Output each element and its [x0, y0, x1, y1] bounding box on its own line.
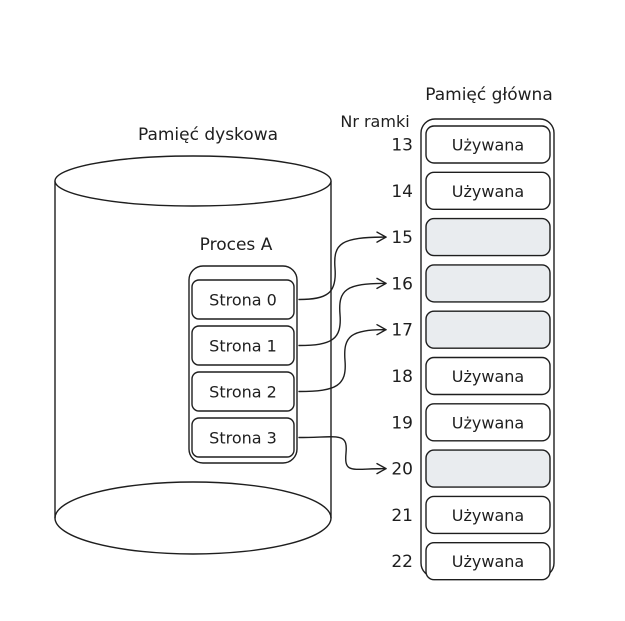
page-to-frame-arrows — [298, 231, 387, 475]
frame-number: 16 — [391, 274, 413, 294]
frame-number: 14 — [391, 182, 413, 202]
disk-cylinder — [54, 155, 332, 555]
process-pages: Strona 0 Strona 1 Strona 2 Strona 3 — [191, 279, 295, 458]
process-page-1 — [191, 325, 295, 366]
frame-number: 19 — [391, 413, 413, 433]
arrow-page-1-to-frame-16 — [298, 277, 387, 347]
memory-frame-18 — [425, 356, 551, 396]
frame-label: Używana — [452, 506, 524, 525]
process-page-2 — [191, 371, 295, 412]
page-label: Strona 2 — [209, 383, 277, 402]
frame-label: Używana — [452, 552, 524, 571]
frame-number: 13 — [391, 136, 413, 156]
frame-label: Używana — [452, 413, 524, 432]
disk-title: Pamięć dyskowa — [138, 125, 278, 145]
memory-frame-22 — [425, 542, 551, 581]
memory-frame-17 — [425, 310, 551, 349]
arrow-page-3-to-frame-20 — [298, 436, 387, 475]
process-title: Proces A — [200, 235, 273, 255]
page-label: Strona 3 — [209, 429, 277, 448]
memory-title: Pamięć główna — [425, 85, 553, 105]
process-page-0 — [191, 279, 295, 320]
process-container — [188, 265, 298, 464]
frame-label: Używana — [452, 367, 524, 386]
page-label: Strona 0 — [209, 291, 277, 310]
frame-label: Używana — [452, 182, 524, 201]
frame-label: Używana — [452, 136, 524, 155]
process-page-3 — [191, 417, 295, 458]
frame-number: 17 — [391, 321, 413, 341]
memory-frame-19 — [425, 403, 551, 442]
arrow-page-2-to-frame-17 — [298, 324, 387, 393]
frame-number: 22 — [391, 552, 413, 572]
memory-frame-21 — [425, 495, 551, 535]
frame-number: 18 — [391, 367, 413, 387]
memory-frame-14 — [425, 171, 551, 211]
memory-frame-20 — [425, 449, 551, 488]
frame-number: 20 — [391, 460, 413, 480]
page-label: Strona 1 — [209, 337, 277, 356]
memory-frame-15 — [425, 217, 551, 257]
memory-frame-16 — [425, 264, 551, 303]
frame-number: 15 — [391, 228, 413, 248]
arrow-page-0-to-frame-15 — [298, 231, 387, 301]
frame-number: 21 — [391, 506, 413, 526]
frame-number-header: Nr ramki — [340, 112, 409, 131]
memory-frame-13 — [425, 125, 551, 164]
